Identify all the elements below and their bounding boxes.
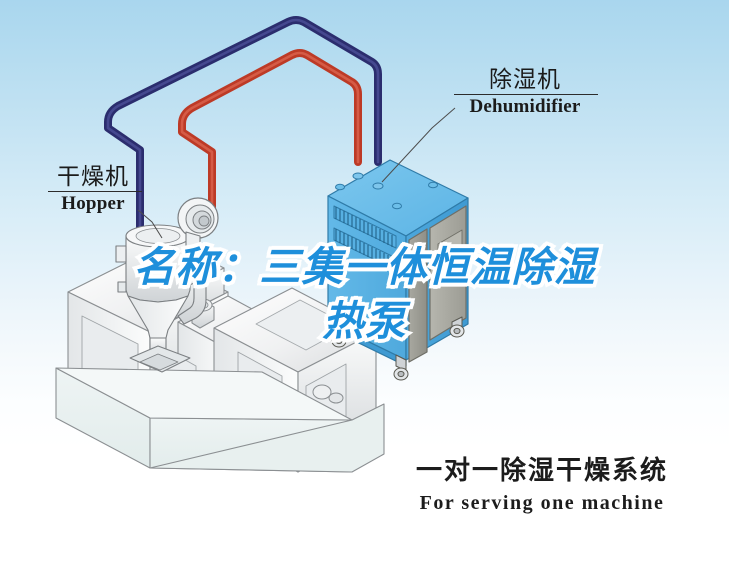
- label-hopper-en: Hopper: [61, 193, 125, 215]
- label-dehumidifier-cn: 除湿机: [489, 67, 561, 93]
- hopper-dryer: [115, 197, 219, 373]
- label-hopper-rule: [48, 191, 142, 193]
- caption-cn: 一对一除湿干燥系统: [415, 456, 668, 486]
- dry-air-supply-pipe: [104, 16, 382, 236]
- dehumidifier-unit: [327, 159, 469, 381]
- label-dehumidifier: 除湿机 Dehumidifier: [452, 68, 598, 117]
- label-hopper-cn: 干燥机: [57, 164, 129, 190]
- label-dehumidifier-en: Dehumidifier: [469, 96, 581, 118]
- system-caption: 一对一除湿干燥系统 For serving one machine: [392, 456, 692, 515]
- vent-grille: [333, 205, 397, 271]
- return-air-pipe: [178, 49, 362, 229]
- label-hopper: 干燥机 Hopper: [44, 165, 142, 214]
- label-leader-lines: [137, 107, 456, 239]
- label-dehumidifier-rule: [454, 94, 598, 96]
- caster-wheels: [331, 316, 465, 381]
- caption-en: For serving one machine: [419, 491, 665, 514]
